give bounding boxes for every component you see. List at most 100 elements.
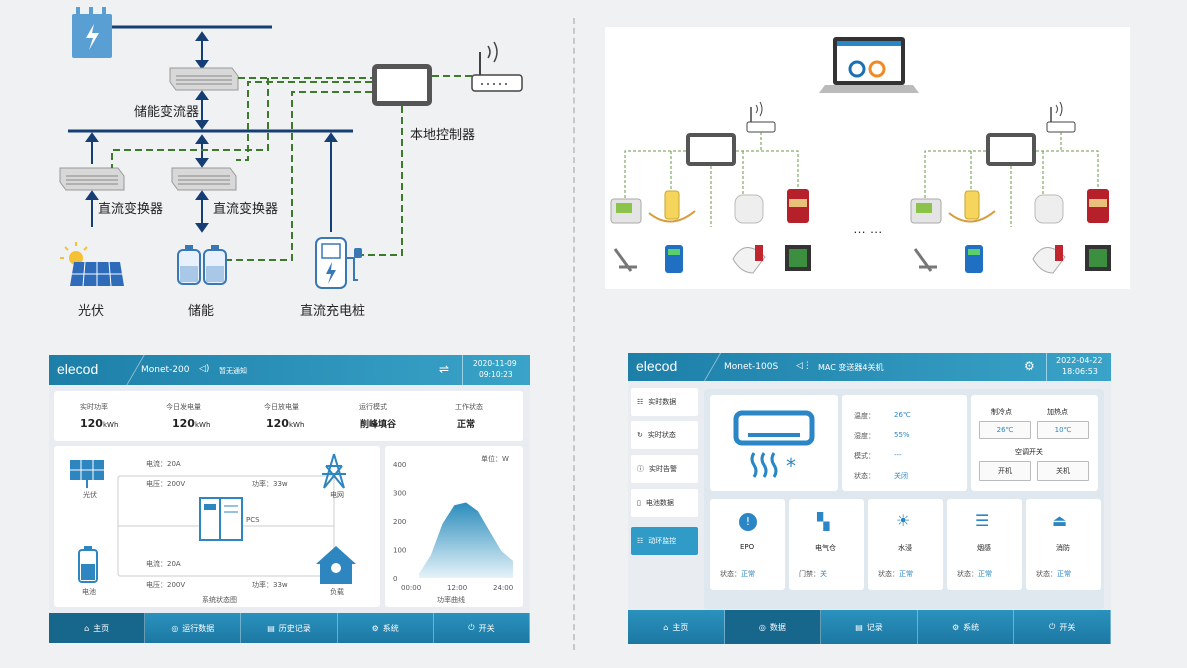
mode-value: --- bbox=[894, 451, 902, 459]
ac-off-button[interactable]: 关机 bbox=[1037, 461, 1089, 481]
tab-system[interactable]: ⚙系统 bbox=[338, 613, 434, 643]
battery-label: 电池 bbox=[82, 588, 96, 596]
tab-switch[interactable]: ⏻开关 bbox=[434, 613, 531, 643]
stat-label: 今日放电量 bbox=[264, 403, 299, 411]
tab-home[interactable]: ⌂主页 bbox=[49, 613, 146, 643]
speaker-icon: ◁⋮ bbox=[796, 361, 812, 371]
voltage-bottom: 电压：200V bbox=[146, 581, 186, 589]
monet100s-tabbar: ⌂主页 ◎数据 ▤记录 ⚙系统 ⏻开关 bbox=[628, 610, 1111, 644]
tab-switch[interactable]: ⏻开关 bbox=[1014, 610, 1111, 644]
time: 09:10:23 bbox=[479, 370, 513, 379]
data-icon: ☷ bbox=[637, 398, 644, 406]
temp-label: 温度： bbox=[854, 412, 875, 420]
nav-realtime-data[interactable]: ☷ 实时数据 bbox=[631, 388, 698, 416]
nav-env-monitor[interactable]: ☷动环监控 bbox=[631, 527, 698, 555]
label-dc-converter-2: 直流变换器 bbox=[213, 202, 279, 217]
power-bottom: 功率：33w bbox=[252, 581, 288, 589]
stat-value: 120 bbox=[80, 417, 103, 430]
tab-label: 历史记录 bbox=[278, 623, 311, 633]
nav-label: 实时数据 bbox=[648, 398, 677, 406]
model-name: Monet-200 bbox=[141, 365, 190, 375]
chart-unit: 单位：W bbox=[481, 455, 509, 463]
tab-label: 运行数据 bbox=[182, 623, 215, 633]
voltage-top: 电压：200V bbox=[146, 480, 186, 488]
stat-unit: kWh bbox=[102, 421, 119, 429]
device-status-value: 关 bbox=[820, 570, 827, 578]
device-status-value: 正常 bbox=[899, 570, 913, 578]
device-name: 消防 bbox=[1056, 544, 1070, 552]
ellipsis-text: … … bbox=[853, 221, 883, 236]
ac-status-card: 温度： 26℃ 湿度： 55% 模式： --- 状态： 关闭 bbox=[842, 395, 967, 491]
stat-label: 实时功率 bbox=[80, 403, 108, 411]
status-caption: 系统状态图 bbox=[202, 596, 237, 604]
notice-text: MAC 变送器4关机 bbox=[818, 363, 884, 372]
tab-label: 数据 bbox=[769, 622, 786, 632]
y-tick-label: 0 bbox=[393, 575, 397, 583]
stat-value: 120 bbox=[172, 417, 195, 430]
epo-icon: ! bbox=[739, 513, 757, 531]
heat-setpoint-input[interactable]: 10℃ bbox=[1037, 421, 1089, 439]
stats-panel: 实时功率 120kWh 今日发电量 120kWh 今日放电量 120kWh 运行… bbox=[54, 391, 523, 441]
y-tick-label: 300 bbox=[393, 490, 406, 498]
device-status-label: 状态： bbox=[957, 570, 978, 578]
nav-label: 动环监控 bbox=[648, 537, 677, 545]
logo: elecod bbox=[57, 361, 99, 377]
tab-system[interactable]: ⚙系统 bbox=[918, 610, 1015, 644]
tab-history[interactable]: ▤历史记录 bbox=[241, 613, 338, 643]
stat-label: 工作状态 bbox=[455, 403, 483, 411]
gear-icon: ⚙ bbox=[951, 622, 960, 632]
flow-diagram bbox=[70, 453, 356, 584]
stat-label: 运行模式 bbox=[359, 403, 387, 411]
tab-label: 系统 bbox=[382, 623, 399, 633]
tab-run-data[interactable]: ◎运行数据 bbox=[145, 613, 242, 643]
device-card-water: ☀ 水浸 状态：正常 bbox=[868, 499, 943, 590]
tab-data[interactable]: ◎数据 bbox=[724, 610, 822, 644]
topology-lines bbox=[59, 7, 523, 289]
device-name: 烟感 bbox=[977, 544, 991, 552]
header-vline bbox=[462, 355, 463, 385]
ac-on-button[interactable]: 开机 bbox=[979, 461, 1031, 481]
network-diagram: … … bbox=[605, 27, 1130, 289]
nav-battery-data[interactable]: ▯电池数据 bbox=[631, 489, 698, 517]
pv-label: 光伏 bbox=[83, 491, 97, 499]
shield-icon: ◎ bbox=[171, 623, 179, 633]
ac-switch-label: 空调开关 bbox=[1015, 448, 1043, 456]
nav-realtime-status[interactable]: ↻实时状态 bbox=[631, 421, 698, 449]
device-name: 水浸 bbox=[898, 544, 912, 552]
cool-setpoint-input[interactable]: 26℃ bbox=[979, 421, 1031, 439]
heat-setpoint-label: 加热点 bbox=[1047, 408, 1068, 416]
home-icon: ⌂ bbox=[663, 622, 669, 632]
device-card-electrical: ▚ 电气仓 门禁：关 bbox=[789, 499, 864, 590]
energy-topology-diagram: 储能变流器 本地控制器 直流变换器 直流变换器 光伏 储能 直流充电桩 bbox=[0, 0, 570, 330]
env-panel: * 温度： 26℃ 湿度： 55% 模式： --- 状态： 关闭 制冷点 加热点… bbox=[704, 389, 1104, 609]
x-tick-label: 24:00 bbox=[493, 584, 513, 592]
y-tick-label: 400 bbox=[393, 461, 406, 469]
tab-label: 主页 bbox=[93, 623, 110, 633]
nav-label: 实时告警 bbox=[649, 465, 677, 473]
network-icon[interactable]: ⇌ bbox=[439, 362, 450, 376]
tab-label: 开关 bbox=[478, 623, 495, 633]
x-tick-label: 00:00 bbox=[401, 584, 421, 592]
nav-label: 电池数据 bbox=[645, 499, 674, 507]
current-top: 电流：20A bbox=[146, 460, 181, 468]
label-local-controller: 本地控制器 bbox=[410, 128, 476, 143]
door-icon: ▚ bbox=[817, 512, 830, 531]
tab-label: 系统 bbox=[963, 622, 980, 632]
system-status-panel: 光伏 电网 电池 负载 PCS 电流：20A 电压：200V 功率：33w 电流… bbox=[54, 446, 380, 607]
speaker-icon: ◁) bbox=[199, 364, 210, 374]
tab-label: 主页 bbox=[672, 622, 689, 632]
tab-home[interactable]: ⌂主页 bbox=[628, 610, 725, 644]
monet200-tabbar: ⌂主页 ◎运行数据 ▤历史记录 ⚙系统 ⏻开关 bbox=[49, 613, 531, 643]
tab-label: 记录 bbox=[866, 622, 883, 632]
power-icon: ⏻ bbox=[1049, 622, 1056, 631]
ac-setpoint-card: 制冷点 加热点 26℃ 10℃ 空调开关 开机 关机 bbox=[971, 395, 1098, 491]
stat-value: 120 bbox=[266, 417, 289, 430]
device-card-smoke: ☰ 烟感 状态：正常 bbox=[947, 499, 1022, 590]
notice-text: 暂无通知 bbox=[219, 367, 247, 375]
gear-icon: ⚙ bbox=[371, 623, 379, 633]
tab-records[interactable]: ▤记录 bbox=[821, 610, 918, 644]
settings-icon[interactable]: ⚙ bbox=[1024, 359, 1035, 373]
date: 2022-04-22 bbox=[1056, 356, 1103, 365]
label-pv: 光伏 bbox=[78, 304, 105, 319]
